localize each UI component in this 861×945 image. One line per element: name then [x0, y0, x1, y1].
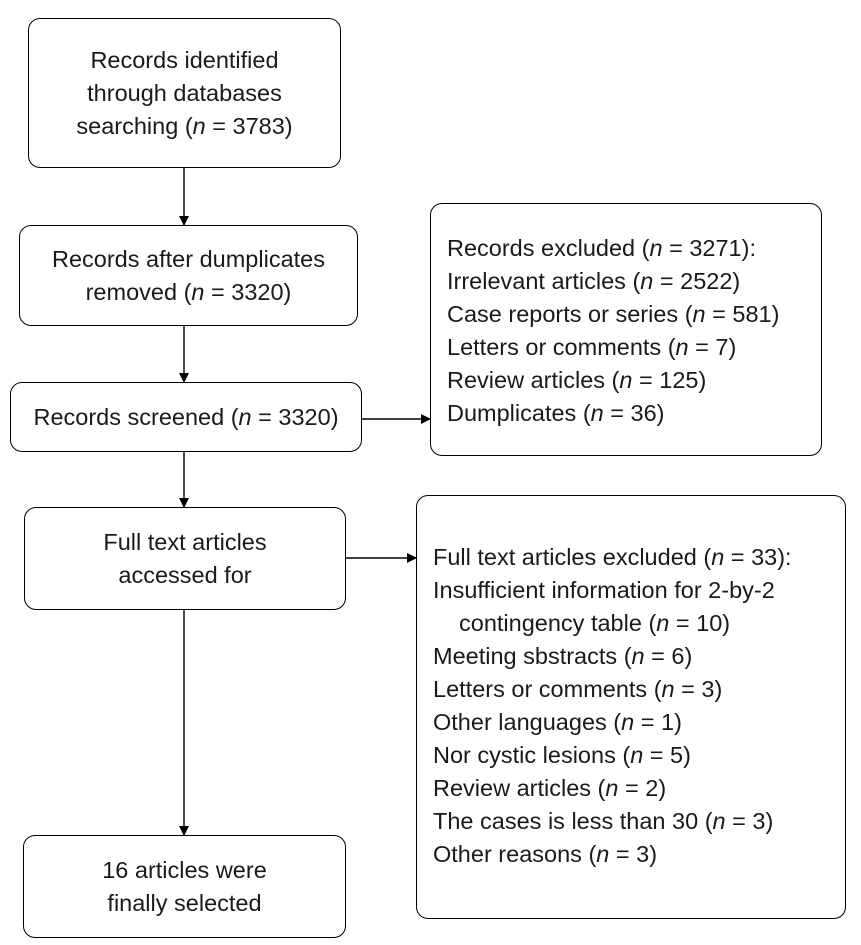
exclusion-heading: Full text articles excluded (n = 33):	[433, 544, 792, 570]
exclusion-item: Case reports or series (n = 581)	[447, 301, 780, 327]
records-screened-box: Records screened (n = 3320)	[10, 382, 362, 452]
exclusion-item: Review articles (n = 125)	[447, 367, 707, 393]
box-line: through databases	[87, 79, 282, 106]
box-line: 16 articles were	[102, 856, 267, 883]
exclusion-item: Irrelevant articles (n = 2522)	[447, 268, 741, 294]
box-line: Full text articles	[103, 528, 267, 555]
box-line: removed (n = 3320)	[85, 278, 292, 305]
finally-selected-box: 16 articles were finally selected	[23, 835, 346, 938]
box-line: finally selected	[107, 889, 262, 916]
box-line: Records screened (n = 3320)	[33, 403, 339, 430]
full-text-articles-box: Full text articles accessed for	[24, 507, 346, 610]
box-line: Records identified	[90, 46, 279, 73]
records-identified-box: Records identified through databases sea…	[28, 18, 341, 168]
exclusion-item: Meeting sbstracts (n = 6)	[433, 643, 693, 669]
exclusion-item: Letters or comments (n = 3)	[433, 676, 723, 702]
exclusion-item: Other languages (n = 1)	[433, 709, 682, 735]
exclusion-heading: Records excluded (n = 3271):	[447, 235, 756, 261]
exclusion-item: Insufficient information for 2-by-2	[433, 577, 775, 603]
exclusion-item-continued: contingency table (n = 10)	[459, 610, 731, 636]
box-line: accessed for	[118, 561, 252, 588]
exclusion-item: Letters or comments (n = 7)	[447, 334, 737, 360]
exclusion-item: The cases is less than 30 (n = 3)	[433, 808, 774, 834]
records-excluded-box: Records excluded (n = 3271): Irrelevant …	[430, 203, 822, 456]
full-text-excluded-box: Full text articles excluded (n = 33): In…	[416, 495, 846, 919]
exclusion-item: Other reasons (n = 3)	[433, 841, 658, 867]
box-line: Records after dumplicates	[52, 245, 325, 272]
exclusion-item: Review articles (n = 2)	[433, 775, 667, 801]
records-after-duplicates-box: Records after dumplicates removed (n = 3…	[19, 225, 358, 326]
exclusion-item: Dumplicates (n = 36)	[447, 400, 665, 426]
exclusion-item: Nor cystic lesions (n = 5)	[433, 742, 691, 768]
box-line: searching (n = 3783)	[76, 112, 293, 139]
